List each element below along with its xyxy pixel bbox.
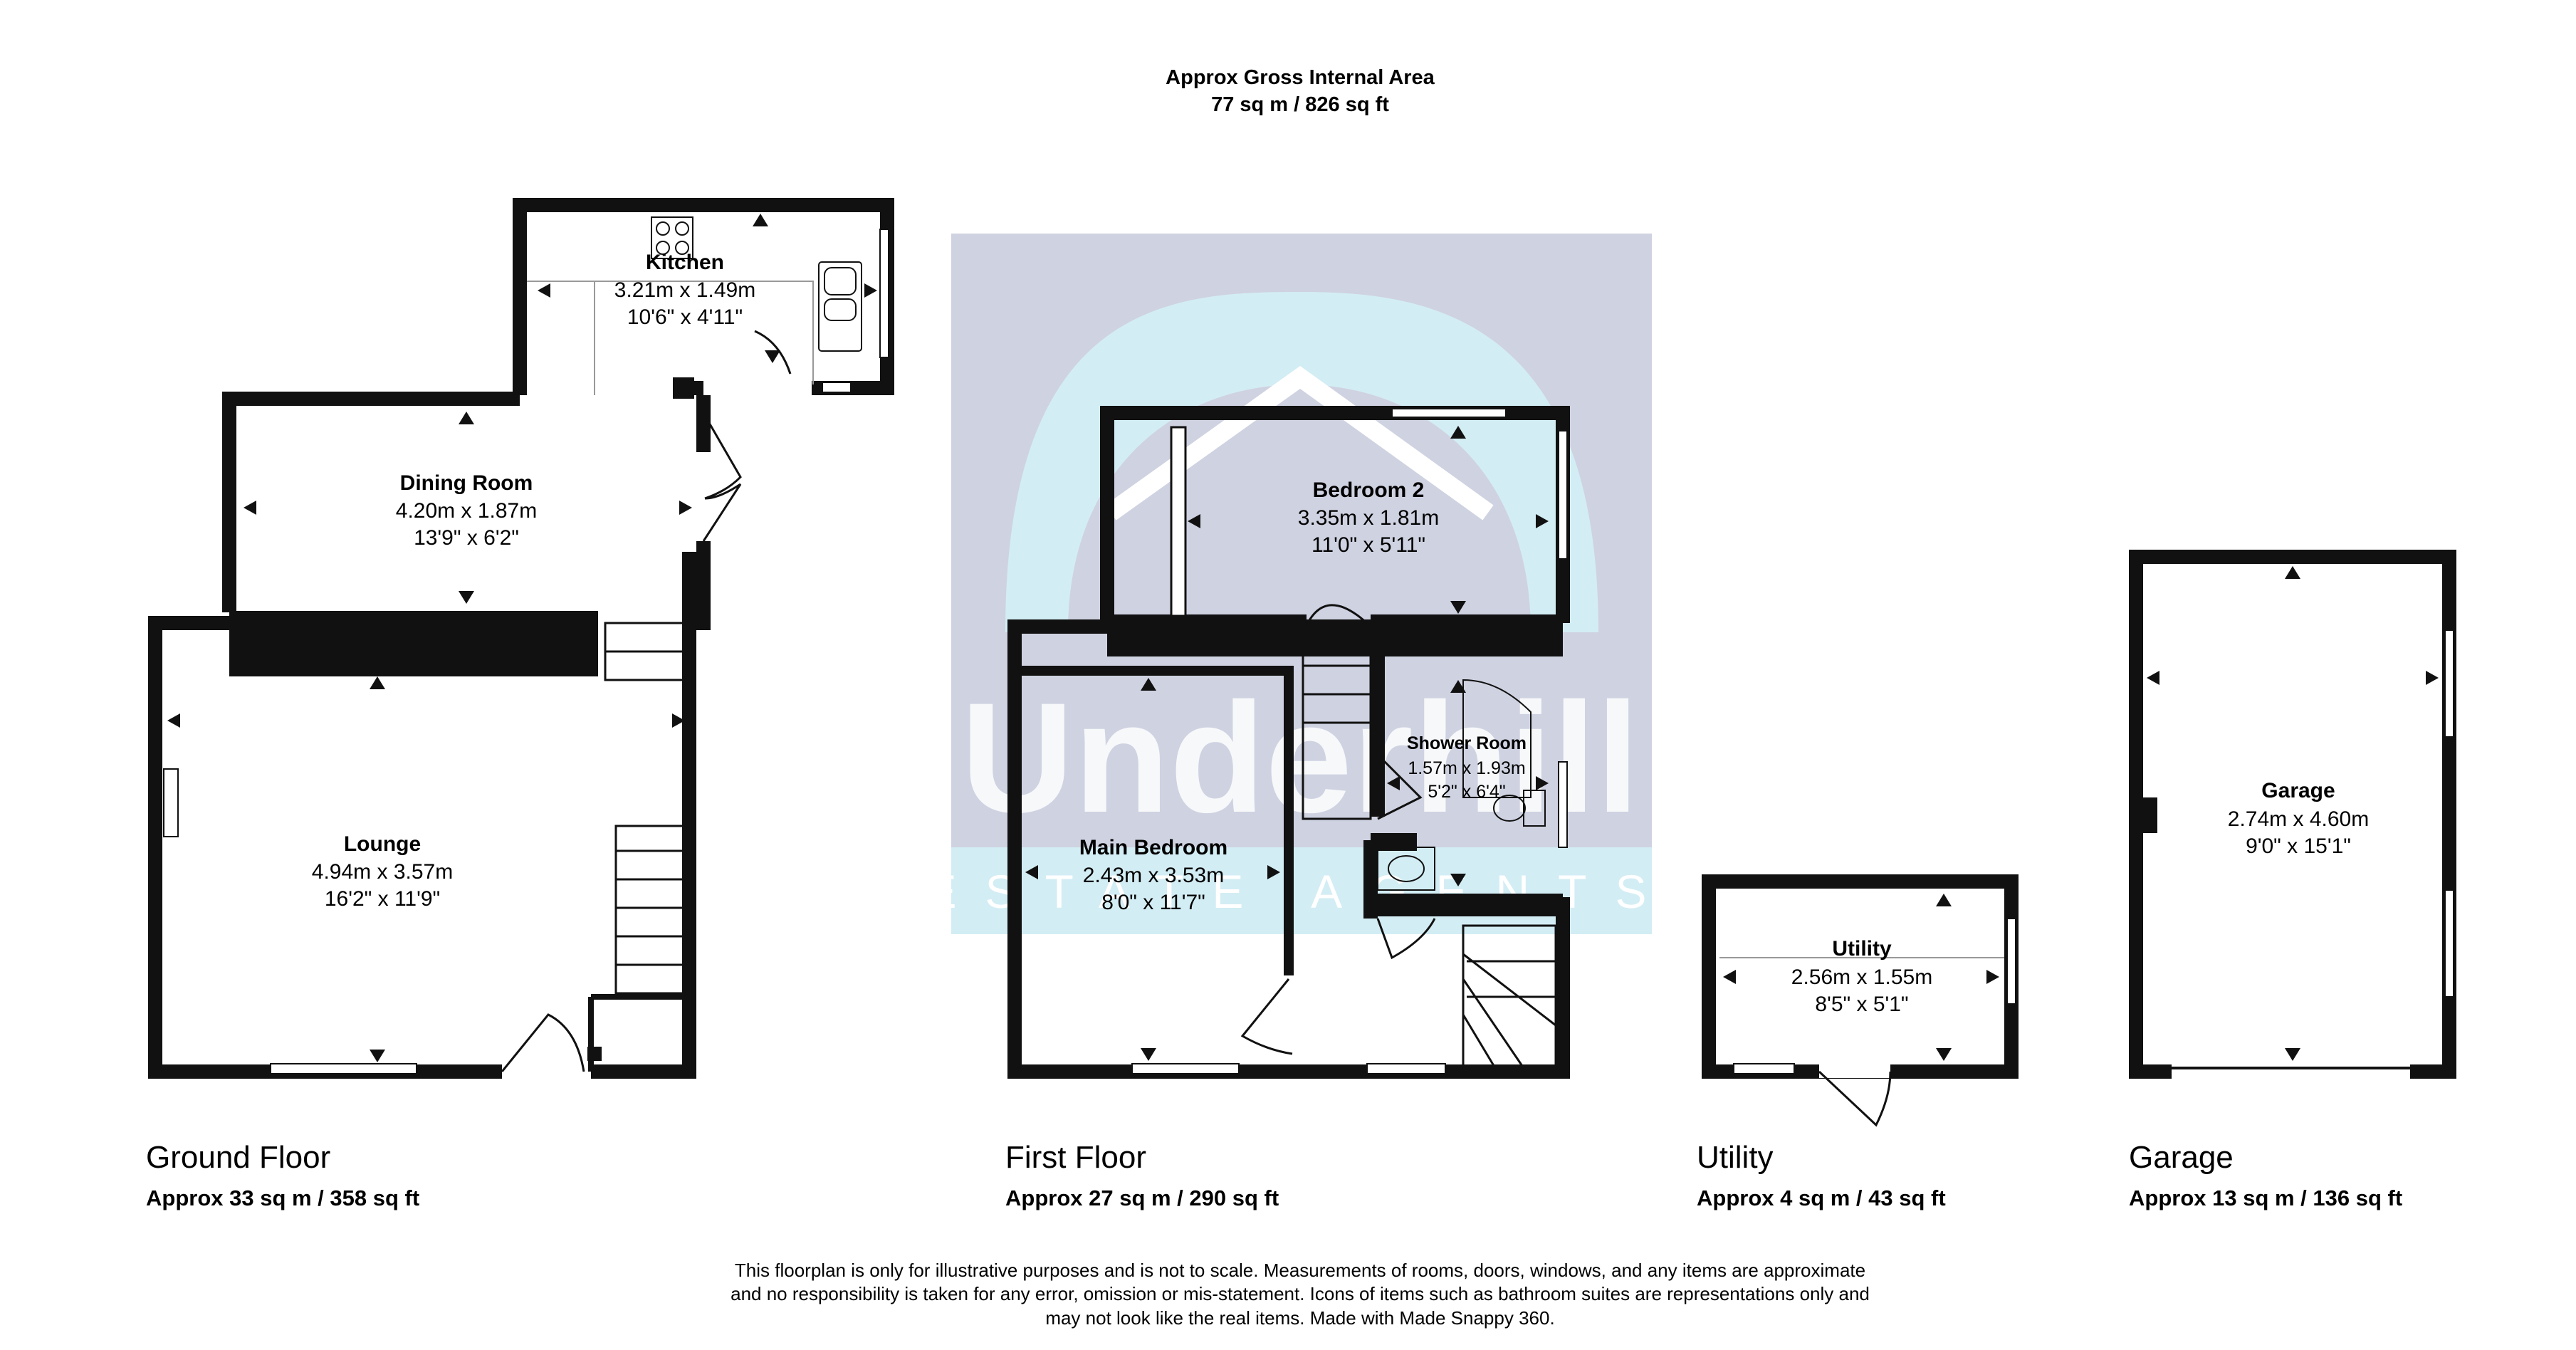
main-bedroom-name: Main Bedroom — [1079, 836, 1227, 859]
hob-icon — [651, 216, 693, 259]
garage-window-upper — [2444, 629, 2454, 738]
garage-title: Garage — [2129, 1140, 2234, 1175]
main-bedroom-door — [1240, 978, 1293, 1055]
utility-title: Utility — [1697, 1140, 1774, 1175]
bedroom2-cupboard — [1170, 426, 1187, 617]
lounge-metric: 4.94m x 3.57m — [312, 860, 453, 884]
lounge-window — [270, 1063, 417, 1074]
shower-door — [1376, 753, 1423, 820]
lounge-name: Lounge — [344, 832, 421, 856]
lounge-front-door — [501, 1013, 585, 1072]
disclaimer-line-1: This floorplan is only for illustrative … — [735, 1260, 1865, 1281]
dining-imperial: 13'9" x 6'2" — [414, 526, 519, 550]
dining-name: Dining Room — [400, 471, 533, 495]
meter-box — [587, 1047, 602, 1061]
sink-icon — [818, 261, 862, 352]
dining-french-doors — [702, 412, 742, 542]
watermark-brand: Underhill — [960, 670, 1639, 845]
first-floor-outer — [1007, 619, 1570, 1079]
utility-name: Utility — [1832, 937, 1892, 961]
utility-window-bottom — [1733, 1063, 1795, 1074]
utility-window-right — [2006, 918, 2016, 1005]
garage-area: Approx 13 sq m / 136 sq ft — [2129, 1186, 2402, 1210]
watermark-arch — [1005, 292, 1598, 632]
garage-arrows — [2147, 566, 2439, 1061]
basin-icon — [1377, 847, 1435, 891]
ground-arrows — [167, 214, 877, 1062]
shower-room-window — [1558, 761, 1568, 848]
garage-pillar — [2140, 797, 2157, 833]
garage-imperial: 9'0" x 15'1" — [2246, 834, 2351, 858]
garage-metric: 2.74m x 4.60m — [2228, 807, 2369, 831]
kitchen-window — [879, 229, 889, 358]
utility-area: Approx 4 sq m / 43 sq ft — [1697, 1186, 1946, 1210]
kitchen-name: Kitchen — [646, 251, 724, 274]
kitchen-imperial: 10'6" x 4'11" — [627, 305, 743, 329]
first-floor-corridor-wall — [1107, 619, 1563, 656]
gross-area-heading: Approx Gross Internal Area — [1166, 66, 1435, 89]
first-floor-arrows — [1025, 426, 1549, 1061]
utility-door-gap — [1819, 1064, 1890, 1078]
hall-partition — [588, 994, 689, 1072]
kitchen-door-jamb — [673, 377, 694, 399]
utility-arrows — [1723, 894, 1999, 1061]
utility-door — [1818, 1070, 1892, 1127]
utility-plan — [1702, 874, 2019, 1079]
first-floor-title: First Floor — [1005, 1140, 1146, 1175]
main-bedroom-window — [1131, 1063, 1240, 1074]
lounge-imperial: 16'2" x 11'9" — [325, 887, 440, 911]
garage-name: Garage — [2261, 779, 2335, 802]
shower-imperial: 5'2" x 6'4" — [1428, 782, 1505, 802]
ground-floor-title: Ground Floor — [146, 1140, 330, 1175]
bedroom2-window-top — [1391, 408, 1507, 418]
gross-area-value: 77 sq m / 826 sq ft — [1211, 93, 1389, 116]
dining-lounge-wall — [229, 611, 598, 676]
ground-stairs-top — [604, 622, 691, 681]
garage-plan — [2129, 550, 2456, 1079]
kitchen-counter — [527, 281, 814, 395]
main-bedroom-walls — [1015, 666, 1294, 975]
kitchen-metric: 3.21m x 1.49m — [614, 278, 755, 302]
dining-metric: 4.20m x 1.87m — [396, 499, 537, 523]
shower-room-lower — [1371, 894, 1563, 916]
ground-floor-plan — [148, 198, 894, 1079]
disclaimer-line-2: and no responsibility is taken for any e… — [731, 1283, 1870, 1304]
first-floor-winder-stairs — [1462, 924, 1557, 1069]
bedroom2-metric: 3.35m x 1.81m — [1298, 506, 1439, 530]
main-bedroom-metric: 2.43m x 3.53m — [1083, 864, 1224, 887]
shower-room-wall — [1371, 656, 1385, 817]
cupboard-door — [1376, 918, 1436, 960]
bedroom2-window-right — [1558, 430, 1568, 560]
lounge-fireplace — [163, 768, 179, 837]
shower-name: Shower Room — [1407, 733, 1527, 753]
toilet-icon — [1493, 790, 1546, 827]
landing-wall — [1363, 840, 1378, 919]
kitchen-small-window — [822, 382, 852, 393]
dining-walls — [222, 392, 711, 630]
utility-metric: 2.56m x 1.55m — [1791, 966, 1932, 989]
ground-stairs — [614, 825, 691, 995]
garage-window-lower — [2444, 889, 2454, 998]
utility-imperial: 8'5" x 5'1" — [1815, 993, 1908, 1016]
shower-metric: 1.57m x 1.93m — [1408, 758, 1525, 778]
watermark-band — [951, 847, 1652, 934]
bedroom2-name: Bedroom 2 — [1313, 478, 1425, 502]
bedroom2-imperial: 11'0" x 5'11" — [1311, 533, 1425, 557]
kitchen-door-swing — [754, 330, 792, 375]
disclaimer-line-3: may not look like the real items. Made w… — [1045, 1307, 1554, 1329]
shower-tray-icon — [1462, 679, 1532, 798]
first-floor-stairs — [1302, 604, 1372, 820]
first-floor-area: Approx 27 sq m / 290 sq ft — [1005, 1186, 1279, 1210]
landing-window — [1366, 1063, 1446, 1074]
ground-floor-area: Approx 33 sq m / 358 sq ft — [146, 1186, 419, 1210]
main-bedroom-imperial: 8'0" x 11'7" — [1101, 891, 1205, 914]
